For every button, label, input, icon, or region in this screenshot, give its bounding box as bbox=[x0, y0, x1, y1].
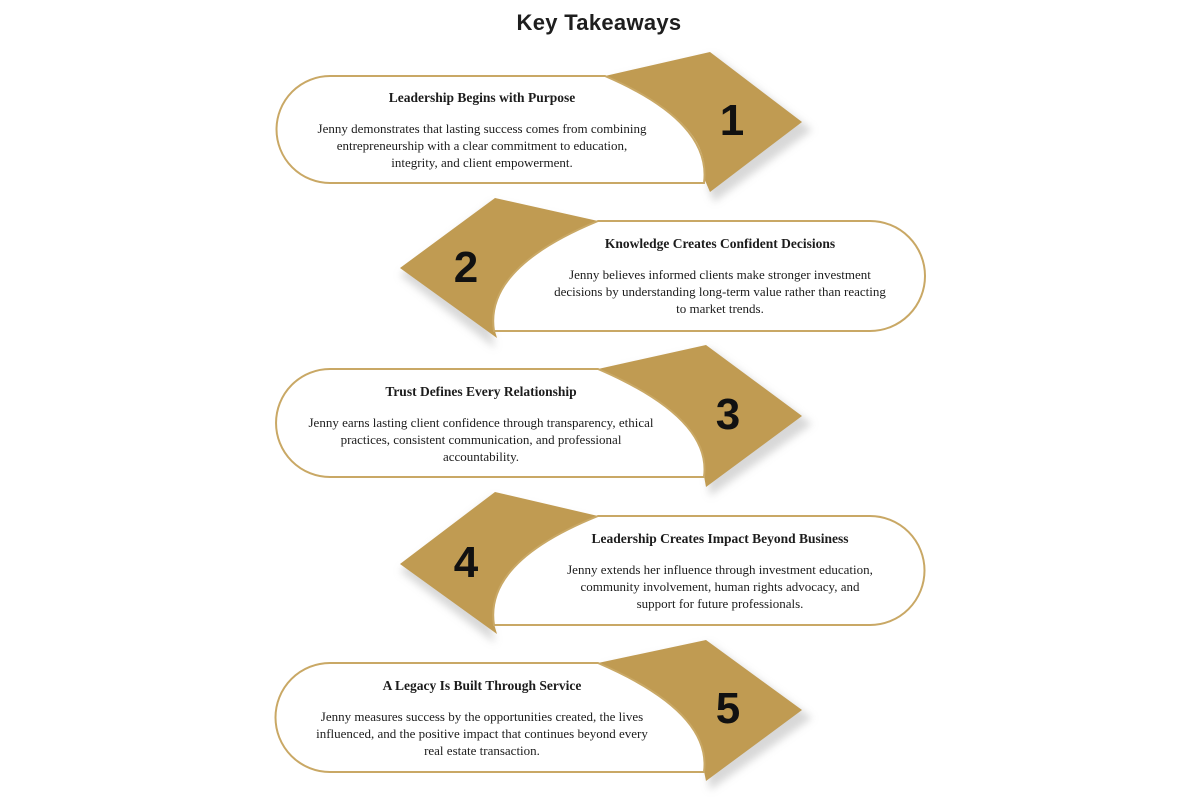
arrow-4 bbox=[400, 492, 598, 634]
step-4-text: Leadership Creates Impact Beyond Busines… bbox=[560, 531, 880, 612]
step-2-heading: Knowledge Creates Confident Decisions bbox=[604, 236, 836, 251]
step-5-number: 5 bbox=[715, 684, 741, 733]
step-3-number: 3 bbox=[715, 390, 741, 439]
step-2-number: 2 bbox=[453, 243, 479, 292]
step-2-shape bbox=[400, 198, 926, 348]
arrow-5 bbox=[598, 640, 802, 781]
step-3-body: Jenny earns lasting client confidence th… bbox=[308, 415, 654, 464]
arrow-2 bbox=[400, 198, 598, 338]
step-5-shape bbox=[274, 640, 812, 790]
step-1-body: Jenny demonstrates that lasting success … bbox=[317, 121, 647, 170]
step-2-body: Jenny believes informed clients make str… bbox=[554, 267, 886, 316]
arrow-3 bbox=[598, 345, 802, 487]
step-1-shape bbox=[275, 52, 812, 202]
step-3-text: Trust Defines Every Relationship Jenny e… bbox=[306, 384, 656, 465]
step-4-shape bbox=[400, 492, 926, 643]
card-5 bbox=[274, 662, 706, 773]
card-1 bbox=[275, 75, 706, 184]
arrow-1 bbox=[605, 52, 802, 192]
step-5-heading: A Legacy Is Built Through Service bbox=[382, 678, 582, 693]
page-title: Key Takeaways bbox=[516, 10, 682, 35]
step-4-number: 4 bbox=[453, 538, 479, 587]
step-4-body: Jenny extends her influence through inve… bbox=[567, 562, 873, 611]
step-3-shape bbox=[275, 345, 812, 496]
card-3 bbox=[275, 368, 706, 478]
step-5-text: A Legacy Is Built Through Service Jenny … bbox=[312, 678, 652, 759]
step-3-heading: Trust Defines Every Relationship bbox=[385, 384, 577, 399]
step-4-heading: Leadership Creates Impact Beyond Busines… bbox=[591, 531, 849, 546]
card-4 bbox=[492, 515, 926, 626]
step-1-heading: Leadership Begins with Purpose bbox=[388, 90, 576, 105]
card-2 bbox=[492, 220, 926, 332]
step-2-text: Knowledge Creates Confident Decisions Je… bbox=[552, 236, 888, 317]
step-5-body: Jenny measures success by the opportunit… bbox=[316, 709, 648, 758]
step-1-number: 1 bbox=[719, 96, 745, 145]
step-1-text: Leadership Begins with Purpose Jenny dem… bbox=[312, 90, 652, 171]
